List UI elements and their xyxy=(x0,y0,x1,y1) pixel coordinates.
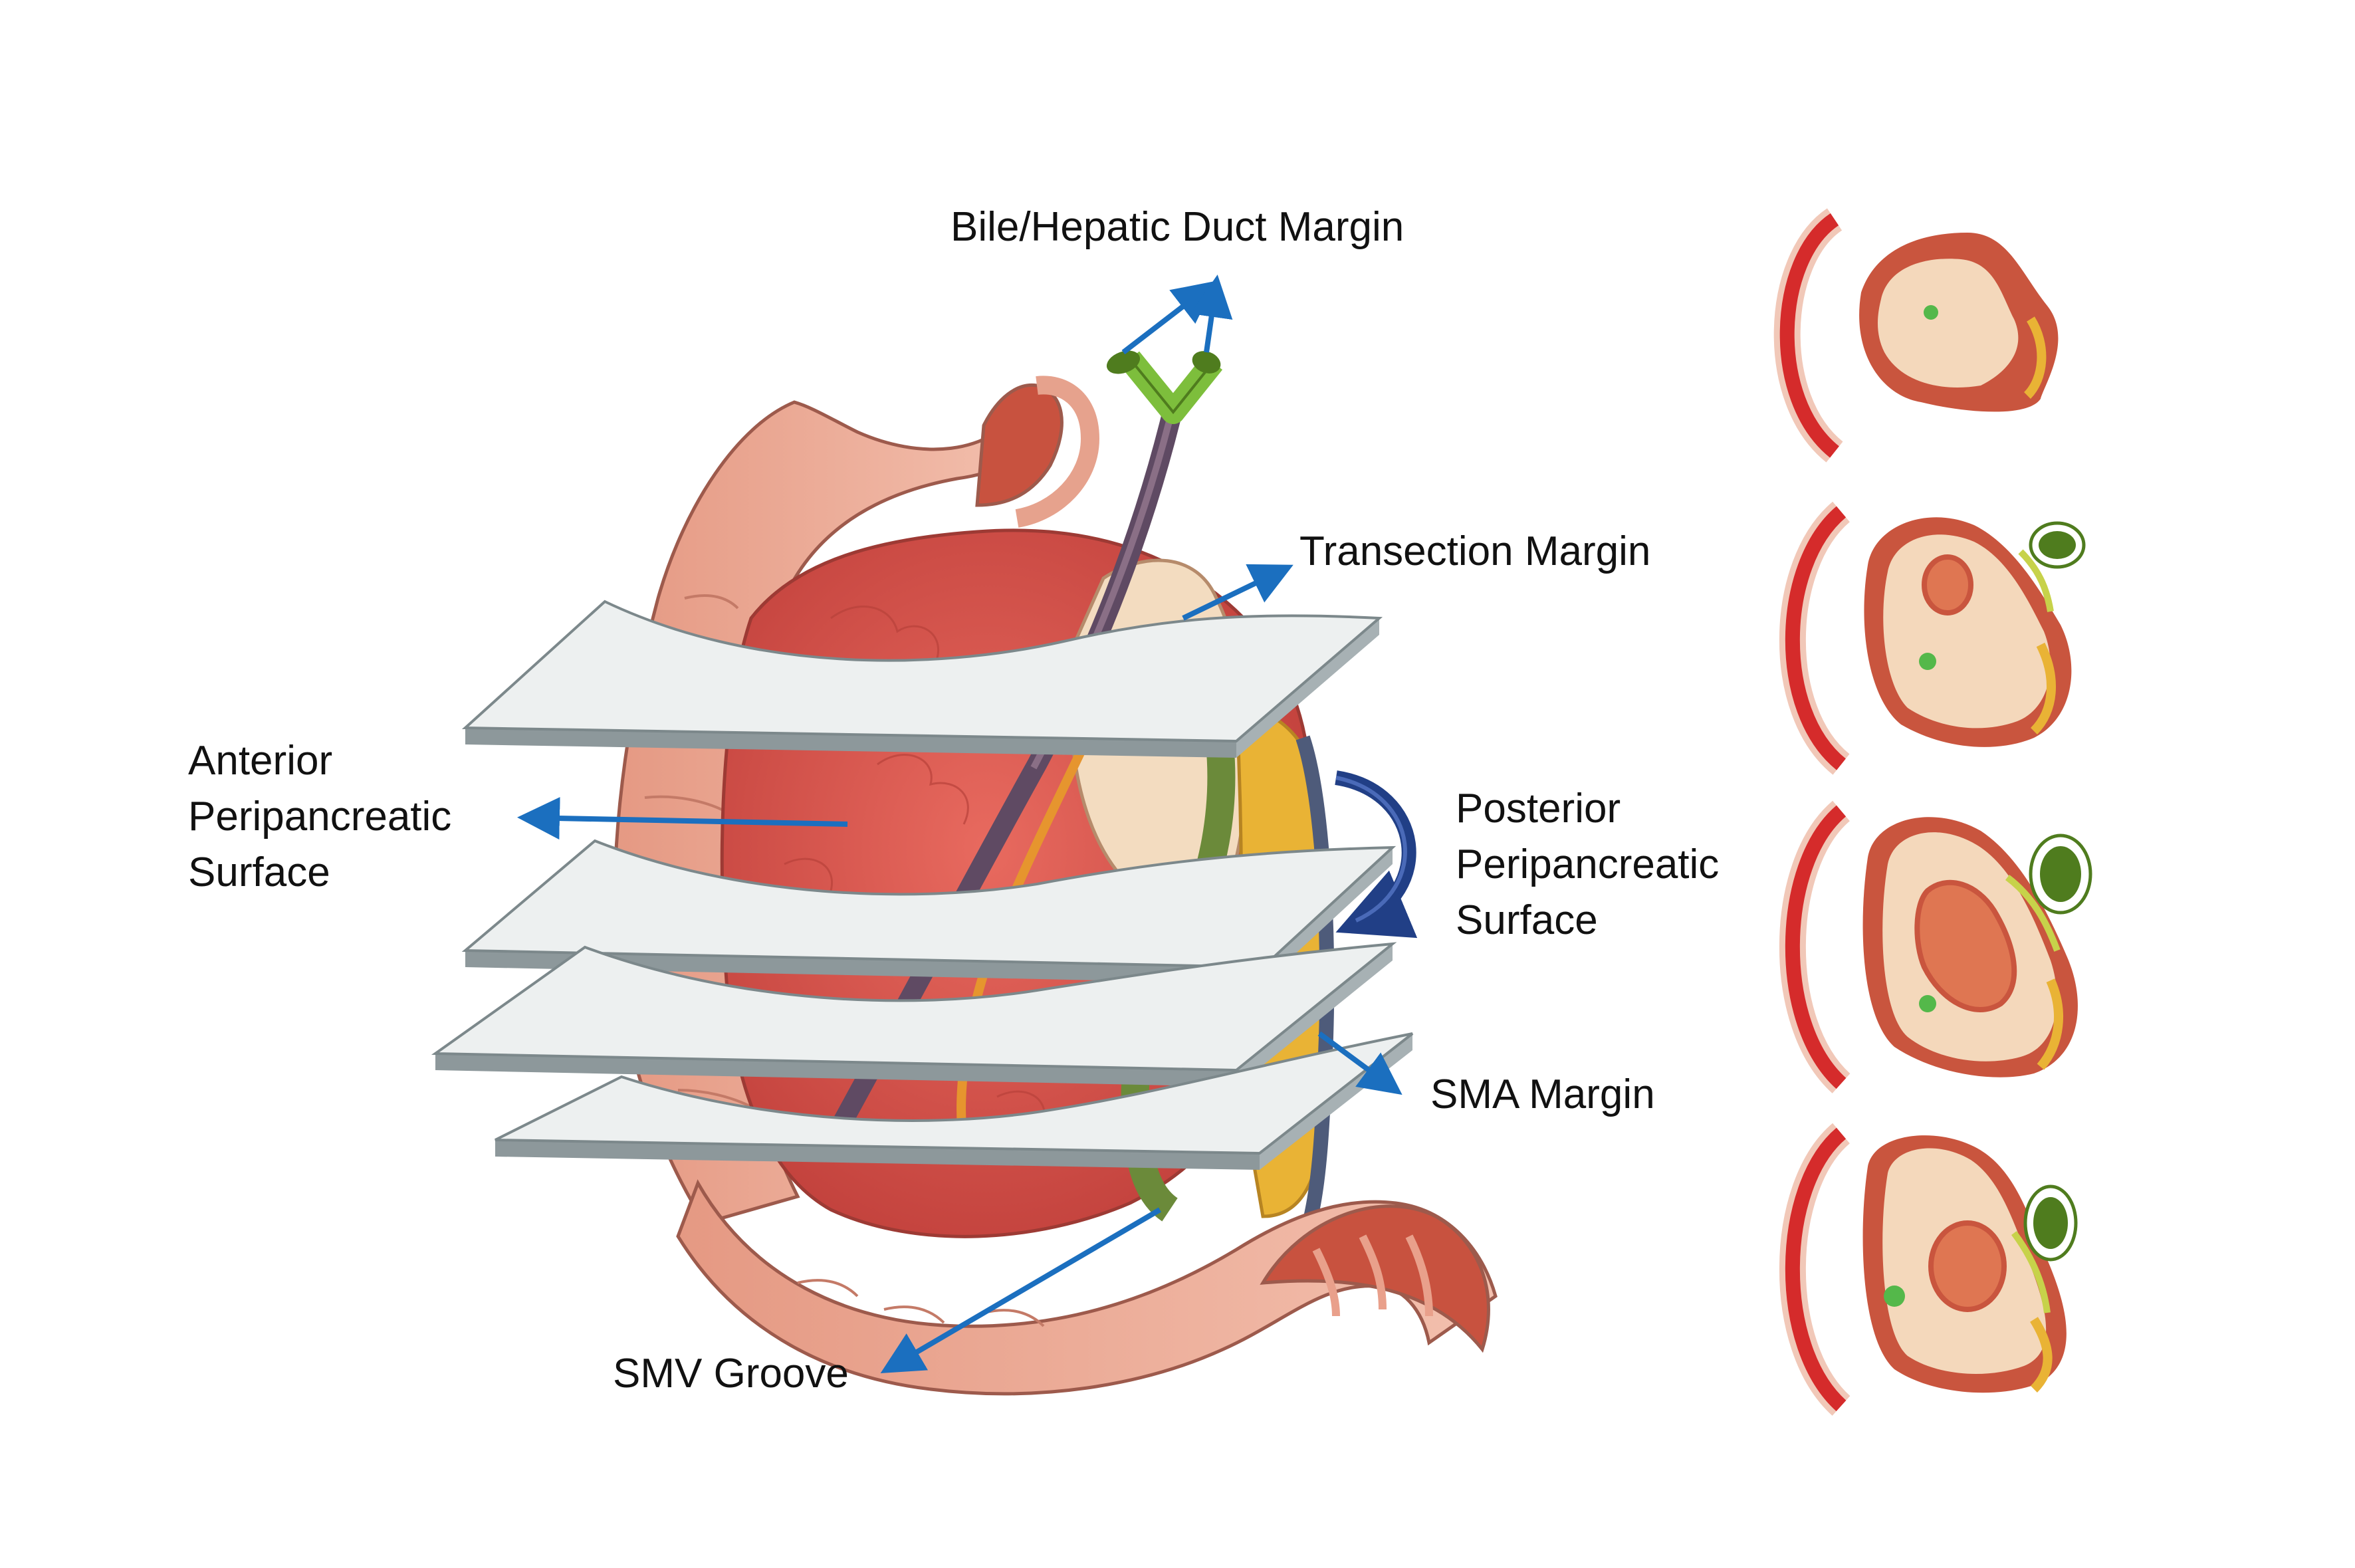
bile-duct-arrow-right xyxy=(1190,275,1233,353)
smv-groove-text: SMV Groove xyxy=(613,1351,849,1397)
cross-section-4 xyxy=(1779,1123,2078,1416)
anterior-line-2: Peripancreatic xyxy=(188,794,452,840)
anterior-surface-label: Anterior Peripancreatic Surface xyxy=(188,733,451,901)
bile-duct-margin-text: Bile/Hepatic Duct Margin xyxy=(951,204,1404,250)
cross-section-1 xyxy=(1773,208,2059,463)
posterior-curved-arrow-highlight xyxy=(1335,776,1407,923)
transection-arrow xyxy=(1182,564,1293,621)
sma-arrow xyxy=(1317,1031,1402,1095)
slicing-plane-1 xyxy=(461,600,1383,758)
anterior-arrow xyxy=(517,797,848,840)
duodenum-lower-lines xyxy=(797,1279,1045,1327)
duodenum-upper-rim xyxy=(1015,376,1100,528)
slicing-planes xyxy=(431,600,1414,1170)
transection-margin-text: Transection Margin xyxy=(1299,528,1651,574)
posterior-band xyxy=(1295,735,1335,1225)
duodenum-lower-folds xyxy=(1312,1234,1433,1317)
posterior-line-1: Posterior xyxy=(1456,786,1621,832)
smv-groove-label: SMV Groove xyxy=(613,1346,849,1402)
bile-duct-bifurcation xyxy=(1106,350,1223,424)
posterior-surface-label: Posterior Peripancreatic Surface xyxy=(1456,781,1719,949)
slicing-plane-2 xyxy=(461,839,1397,984)
duodenum-upper-opening xyxy=(975,383,1064,507)
anterior-line-3: Surface xyxy=(188,849,330,895)
cross-section-2 xyxy=(1779,501,2086,775)
transection-margin-label: Transection Margin xyxy=(1299,524,1650,580)
bile-duct-margin-label: Bile/Hepatic Duct Margin xyxy=(951,199,1404,255)
callout-arrows xyxy=(517,275,1402,1374)
bile-duct-arrow-left xyxy=(1121,280,1216,355)
posterior-line-3: Surface xyxy=(1456,897,1598,943)
sma-margin-text: SMA Margin xyxy=(1430,1071,1655,1117)
cross-section-3 xyxy=(1779,800,2092,1093)
smv-arrow xyxy=(880,1207,1162,1374)
sma-margin-label: SMA Margin xyxy=(1430,1067,1655,1123)
posterior-line-2: Peripancreatic xyxy=(1456,841,1720,887)
anterior-line-1: Anterior xyxy=(188,738,333,784)
slicing-plane-3 xyxy=(431,942,1397,1087)
